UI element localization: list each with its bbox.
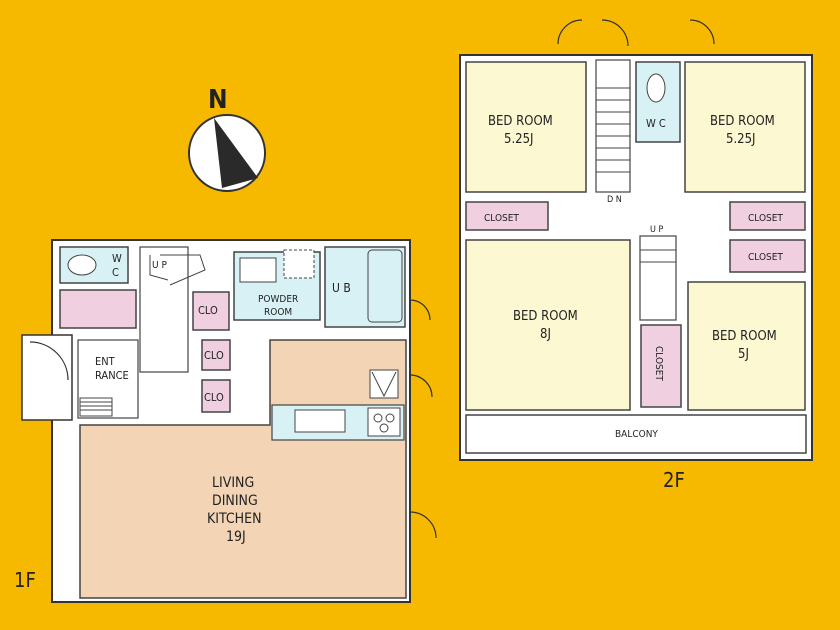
balcony bbox=[465, 414, 807, 454]
powder-room-label-2: ROOM bbox=[264, 307, 292, 318]
floor1-closet-1-label: CLO bbox=[198, 304, 218, 317]
porch-door-swing-icon bbox=[29, 341, 69, 381]
unit-bath-label: U B bbox=[332, 281, 351, 295]
ldk-label-4: 19J bbox=[226, 529, 246, 545]
door-swing-icon bbox=[409, 374, 433, 398]
entrance-step bbox=[79, 397, 113, 417]
floor1-closet-1 bbox=[192, 291, 230, 331]
floor2-plan: BED ROOM 5.25J BED ROOM 5.25J BED ROOM 8… bbox=[459, 19, 813, 492]
floor1-closet-3 bbox=[201, 379, 231, 413]
floor1-closet-2-label: CLO bbox=[204, 349, 224, 362]
floor1-stairs-up-label: U P bbox=[152, 260, 167, 271]
floor1-closet-3-label: CLO bbox=[204, 391, 224, 404]
stove-icon bbox=[367, 407, 401, 437]
floor1-stairs bbox=[139, 246, 189, 373]
toilet-icon bbox=[67, 254, 97, 276]
bedroom-sw-size: 8J bbox=[540, 327, 551, 342]
compass: N bbox=[188, 85, 266, 192]
balcony-label: BALCONY bbox=[615, 429, 658, 440]
floor2-stairs bbox=[595, 59, 631, 193]
closet-ne-1-label: CLOSET bbox=[748, 213, 783, 224]
washbasin-icon bbox=[239, 257, 277, 283]
bedroom-ne bbox=[684, 61, 806, 193]
powder-room-label-1: POWDER bbox=[258, 294, 298, 305]
closet-nw bbox=[465, 201, 549, 231]
compass-north-label: N bbox=[208, 85, 228, 115]
floor2-stairs-dn-label: D N bbox=[607, 195, 622, 205]
door-swing-icon bbox=[409, 511, 437, 539]
floor1-plan: W C U P ENT RANCE CLO CLO CLO POWDER ROO… bbox=[14, 239, 437, 603]
door-swing-icon bbox=[601, 19, 629, 47]
ldk-label-3: KITCHEN bbox=[207, 511, 262, 527]
entrance-label-2: RANCE bbox=[95, 369, 129, 382]
entrance-label-1: ENT bbox=[95, 355, 116, 368]
ldk-label-2: DINING bbox=[212, 493, 258, 509]
floor1-wc-label-1: W bbox=[112, 252, 122, 265]
door-swing-icon bbox=[409, 299, 431, 321]
bedroom-nw-label: BED ROOM bbox=[488, 114, 553, 129]
bedroom-ne-label: BED ROOM bbox=[710, 114, 775, 129]
floor1-label: 1F bbox=[14, 568, 36, 592]
door-swing-icon bbox=[689, 19, 715, 45]
bathtub-icon bbox=[367, 249, 403, 323]
door-swing-icon bbox=[557, 19, 583, 45]
toilet-icon bbox=[646, 73, 666, 103]
bedroom-nw-size: 5.25J bbox=[504, 132, 533, 147]
closet-ne-2-label: CLOSET bbox=[748, 252, 783, 263]
floor2-wc-label: W C bbox=[646, 117, 666, 130]
fridge-icon bbox=[369, 369, 399, 399]
bedroom-sw bbox=[465, 239, 631, 411]
floor2-stairs-up-label: U P bbox=[650, 225, 663, 235]
bedroom-se bbox=[687, 281, 806, 411]
bedroom-nw bbox=[465, 61, 587, 193]
closet-ne-1 bbox=[729, 201, 806, 231]
bedroom-ne-size: 5.25J bbox=[726, 132, 755, 147]
floor1-closet-2 bbox=[201, 339, 231, 371]
floor2-label: 2F bbox=[663, 468, 685, 492]
closet-mid bbox=[640, 324, 682, 408]
ldk-label-1: LIVING bbox=[212, 475, 254, 491]
kitchen-sink-icon bbox=[294, 409, 346, 433]
floor1-storage bbox=[59, 289, 137, 329]
closet-ne-2 bbox=[729, 239, 806, 273]
floor2-lower-stairs bbox=[639, 235, 677, 321]
compass-needle-icon bbox=[214, 118, 258, 188]
bedroom-se-label: BED ROOM bbox=[712, 329, 777, 344]
closet-nw-label: CLOSET bbox=[484, 213, 519, 224]
bedroom-sw-label: BED ROOM bbox=[513, 309, 578, 324]
floor1-porch bbox=[21, 334, 73, 421]
bedroom-se-size: 5J bbox=[738, 347, 749, 362]
washing-machine-icon bbox=[283, 249, 315, 279]
closet-mid-label: CLOSET bbox=[653, 346, 664, 381]
floor1-wc-label-2: C bbox=[112, 266, 119, 279]
